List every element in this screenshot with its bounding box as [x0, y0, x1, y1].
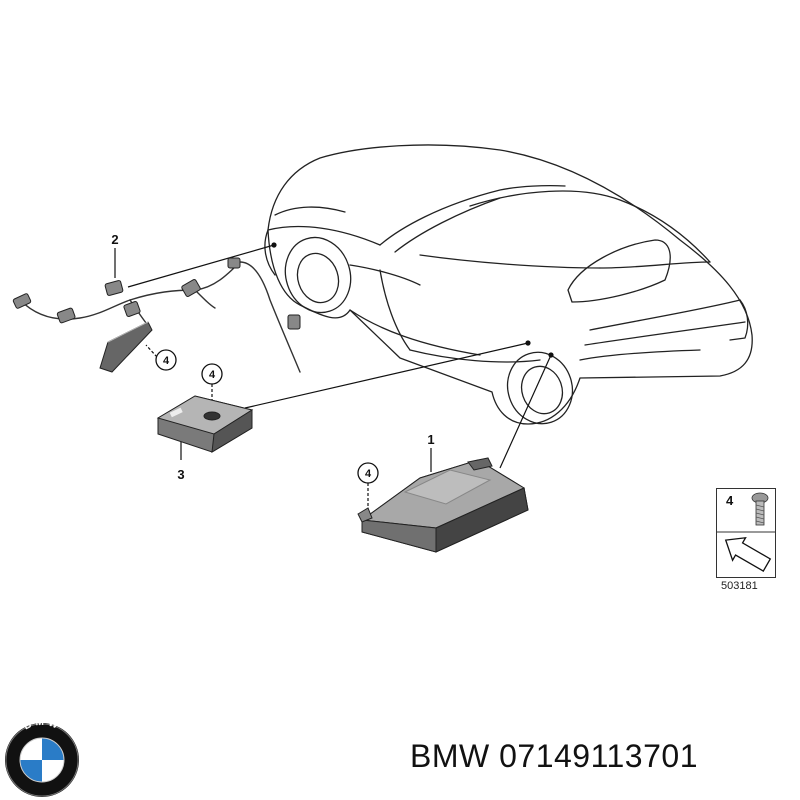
- callout-part1: 1: [427, 432, 434, 447]
- location-arrow-icon: [724, 536, 772, 572]
- leader-screw-a: [145, 344, 158, 358]
- legend-code: 503181: [721, 580, 758, 592]
- control-module-part3: [156, 395, 254, 453]
- connector-f: [287, 314, 301, 330]
- connector-d: [181, 279, 201, 297]
- fastener-legend: 4: [716, 488, 776, 578]
- screw-callout-c-number: 4: [365, 468, 372, 480]
- connector-g: [123, 301, 141, 317]
- logo-letters: BMW: [22, 722, 61, 732]
- leader-part3: [244, 342, 529, 409]
- screw-callout-b-number: 4: [209, 369, 216, 381]
- screw-callout-b: 4: [201, 363, 223, 385]
- callout-part3: 3: [177, 467, 184, 482]
- bmw-roundel-icon: BMW: [5, 722, 79, 797]
- screw-icon: [751, 492, 769, 526]
- leader-dot-part3: [525, 340, 531, 346]
- connector-c: [104, 280, 124, 296]
- connector-b: [56, 307, 76, 324]
- antenna-cable-harness: [12, 257, 301, 373]
- harness-module: [99, 321, 153, 373]
- legend-number: 4: [726, 493, 734, 508]
- leader-lines: [114, 242, 554, 512]
- connector-a: [12, 293, 32, 309]
- leader-part1: [499, 354, 552, 469]
- connector-e: [227, 257, 241, 269]
- screw-callout-a-number: 4: [163, 355, 170, 367]
- leader-part2: [127, 244, 275, 288]
- caption-brand: BMW: [410, 738, 490, 774]
- part-caption: BMW 07149113701: [410, 738, 698, 775]
- control-unit-part1: [357, 457, 529, 553]
- car-outline: [264, 144, 753, 425]
- screw-callout-c: 4: [357, 462, 379, 484]
- leader-dot-part1: [548, 352, 554, 358]
- callout-part2: 2: [111, 232, 118, 247]
- leader-dot-part2: [271, 242, 277, 248]
- caption-part-number: 07149113701: [499, 738, 698, 774]
- screw-callout-a: 4: [155, 349, 177, 371]
